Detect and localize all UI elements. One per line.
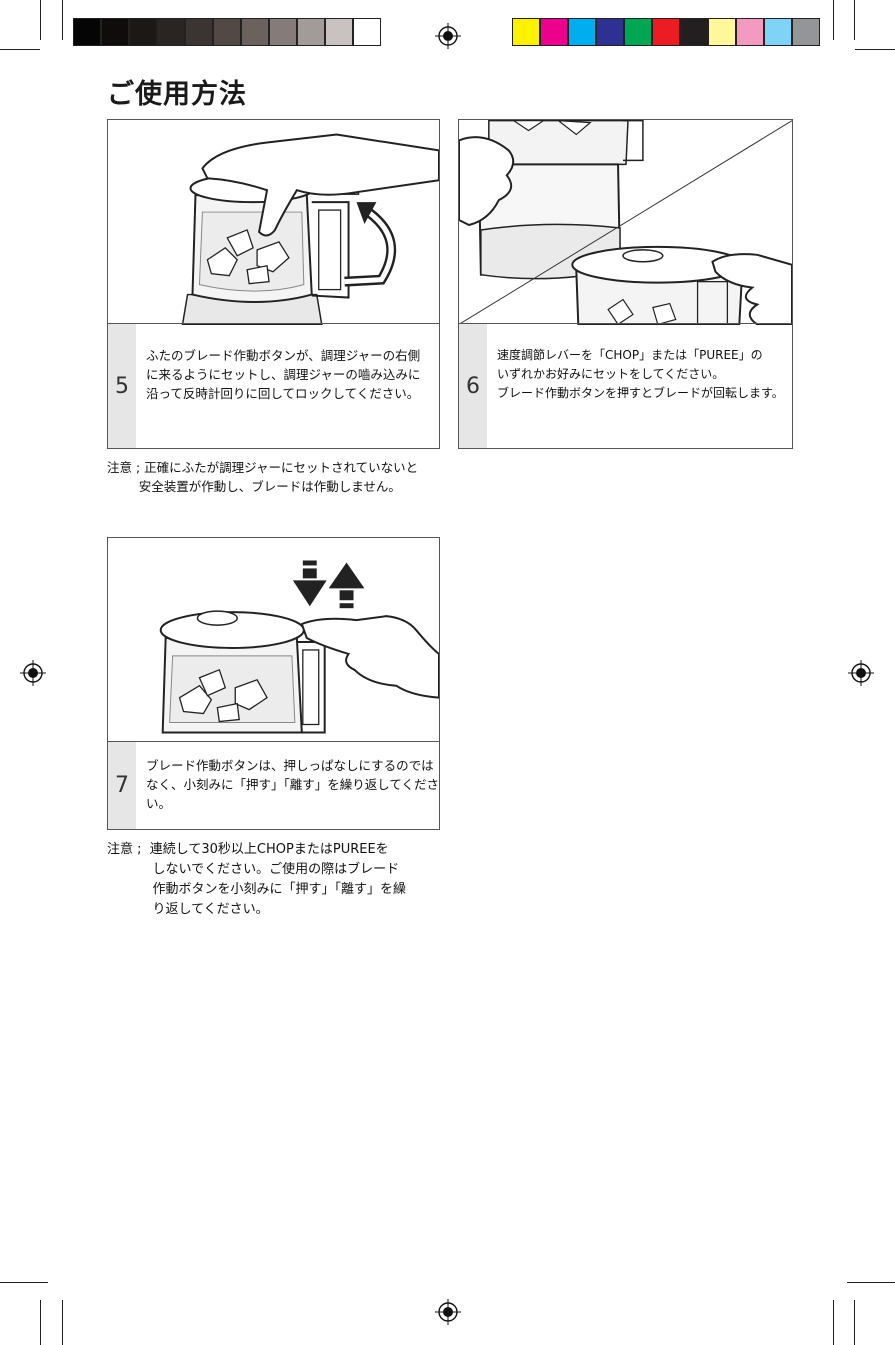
color-swatch <box>624 18 652 46</box>
step-text: 速度調節レバーを「CHOP」または「PUREE」の いずれかお好みにセットをして… <box>497 348 784 400</box>
color-swatch <box>680 18 708 46</box>
gray-swatch <box>101 18 129 46</box>
color-swatch <box>652 18 680 46</box>
gray-swatch <box>241 18 269 46</box>
lid-lock-counterclockwise-illustration <box>181 133 439 325</box>
step-number: 5 <box>108 324 136 448</box>
step-number: 7 <box>108 742 136 829</box>
step-text: ブレード作動ボタンは、押しっぱなしにするのでは なく、小刻みに「押す」「離す」を… <box>146 758 440 811</box>
registration-mark-icon <box>20 660 46 686</box>
color-swatch <box>736 18 764 46</box>
step-number: 6 <box>459 324 487 448</box>
caution-note: 注意 ; 正確にふたが調理ジャーにセットされていないと 安全装置が作動し、ブレー… <box>107 460 419 494</box>
color-swatch <box>540 18 568 46</box>
gray-swatch <box>185 18 213 46</box>
step-7-instruction: 7 ブレード作動ボタンは、押しっぱなしにするのでは なく、小刻みに「押す」「離す… <box>108 741 439 829</box>
gray-swatch <box>157 18 185 46</box>
registration-mark-icon <box>435 23 461 49</box>
speed-lever-and-button-illustration <box>459 120 792 325</box>
caution-note: 注意 ; 連続して30秒以上CHOPまたはPUREEを しないでください。ご使用… <box>107 842 406 917</box>
gray-swatch <box>73 18 101 46</box>
color-swatch <box>568 18 596 46</box>
color-swatch <box>512 18 540 46</box>
color-swatch <box>792 18 820 46</box>
color-swatch <box>596 18 624 46</box>
step-6-instruction: 6 速度調節レバーを「CHOP」または「PUREE」の いずれかお好みにセットを… <box>459 323 792 448</box>
gray-swatch <box>213 18 241 46</box>
step-5-instruction: 5 ふたのブレード作動ボタンが、調理ジャーの右側 に来るようにセットし、調理ジャ… <box>108 323 439 448</box>
gray-swatch <box>325 18 353 46</box>
step-5-panel: 5 ふたのブレード作動ボタンが、調理ジャーの右側 に来るようにセットし、調理ジャ… <box>107 119 440 449</box>
gray-swatch <box>269 18 297 46</box>
pulse-button-illustration <box>159 560 439 734</box>
page-title: ご使用方法 <box>107 79 247 110</box>
gray-swatch <box>129 18 157 46</box>
registration-mark-icon <box>435 1299 461 1325</box>
step-7-panel: 7 ブレード作動ボタンは、押しっぱなしにするのでは なく、小刻みに「押す」「離す… <box>107 537 440 830</box>
color-swatch <box>708 18 736 46</box>
step-6-panel: 6 速度調節レバーを「CHOP」または「PUREE」の いずれかお好みにセットを… <box>458 119 793 449</box>
registration-mark-icon <box>848 660 874 686</box>
step-text: ふたのブレード作動ボタンが、調理ジャーの右側 に来るようにセットし、調理ジャーの… <box>146 348 421 401</box>
color-swatch <box>764 18 792 46</box>
gray-swatch <box>297 18 325 46</box>
gray-swatch <box>353 18 381 46</box>
